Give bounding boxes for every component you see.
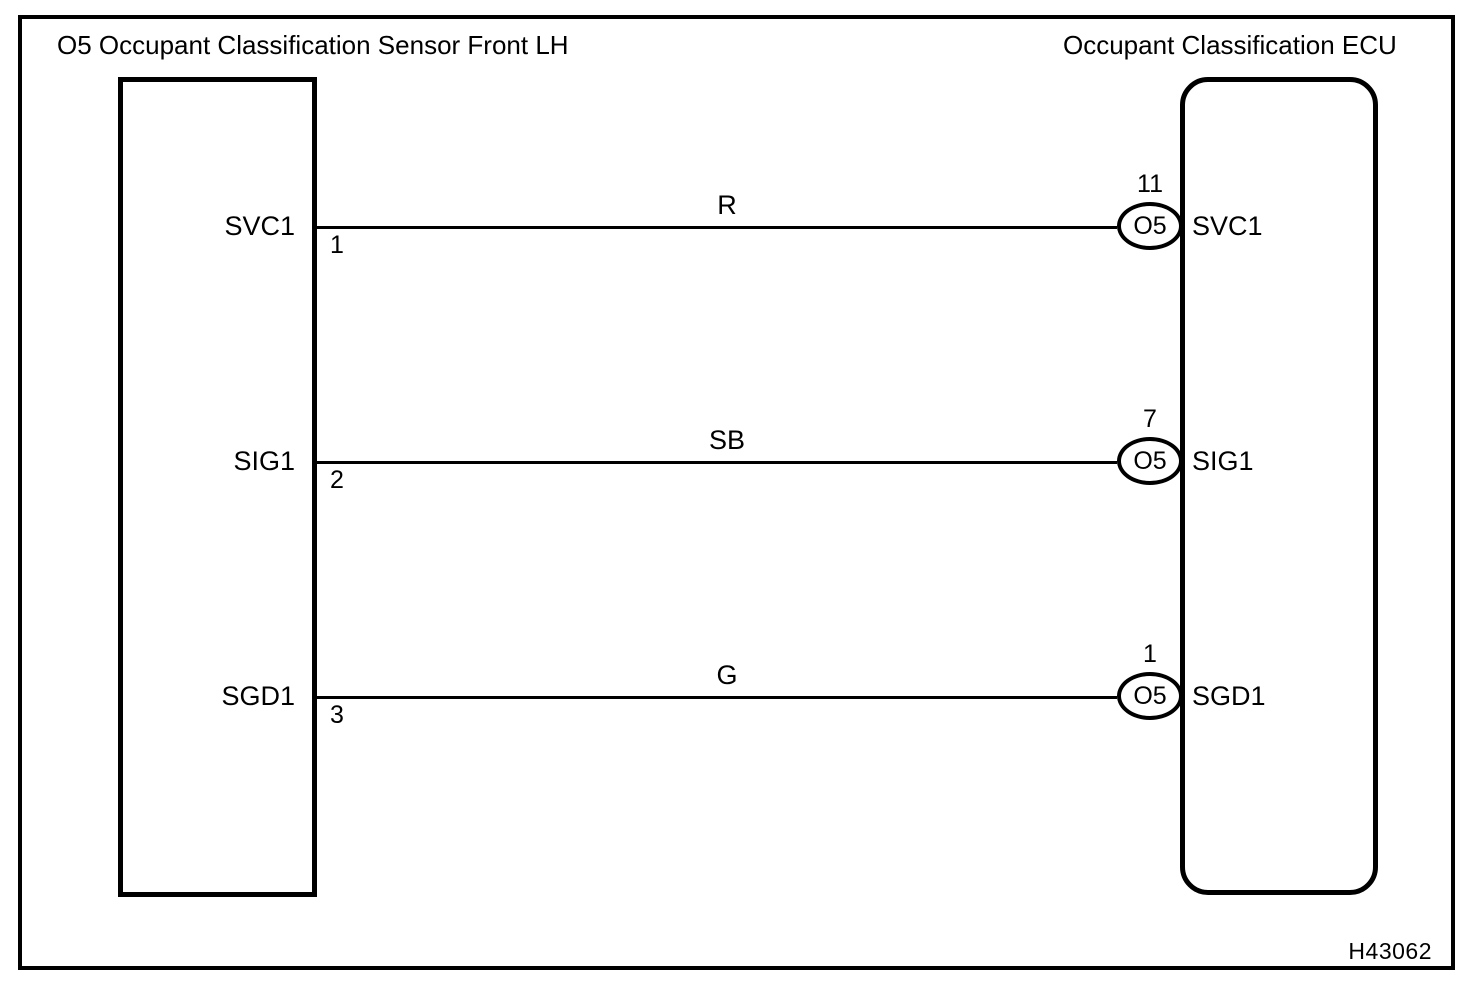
wire-line-2 bbox=[315, 461, 1117, 464]
ecu-pin-number-1: 11 bbox=[1137, 170, 1163, 198]
sensor-component-title: O5 Occupant Classification Sensor Front … bbox=[57, 30, 569, 60]
wire-line-3 bbox=[315, 696, 1117, 699]
sensor-terminal-label-2: SIG1 bbox=[233, 446, 295, 476]
sensor-pin-number-1: 1 bbox=[330, 231, 344, 259]
diagram-reference-code: H43062 bbox=[1348, 938, 1432, 964]
ecu-connector-code-2: O5 bbox=[1133, 446, 1167, 475]
ecu-pin-number-3: 1 bbox=[1143, 640, 1157, 668]
ecu-connector-oval-2: O5 bbox=[1117, 437, 1183, 485]
wire-line-1 bbox=[315, 226, 1117, 229]
wire-color-label-2: SB bbox=[708, 425, 746, 455]
sensor-terminal-label-1: SVC1 bbox=[224, 211, 295, 241]
sensor-pin-number-3: 3 bbox=[330, 701, 344, 729]
wire-color-label-3: G bbox=[716, 660, 738, 690]
ecu-terminal-label-2: SIG1 bbox=[1192, 446, 1254, 476]
ecu-connector-oval-1: O5 bbox=[1117, 202, 1183, 250]
ecu-terminal-label-3: SGD1 bbox=[1192, 681, 1266, 711]
ecu-component-title: Occupant Classification ECU bbox=[1063, 30, 1397, 60]
ecu-terminal-label-1: SVC1 bbox=[1192, 211, 1263, 241]
ecu-connector-code-1: O5 bbox=[1133, 211, 1167, 240]
wire-color-label-1: R bbox=[717, 190, 737, 220]
ecu-connector-code-3: O5 bbox=[1133, 681, 1167, 710]
sensor-terminal-label-3: SGD1 bbox=[221, 681, 295, 711]
sensor-connector-box bbox=[118, 77, 317, 897]
ecu-pin-number-2: 7 bbox=[1143, 405, 1157, 433]
ecu-connector-oval-3: O5 bbox=[1117, 672, 1183, 720]
diagram-outer-border bbox=[18, 15, 1455, 970]
sensor-pin-number-2: 2 bbox=[330, 466, 344, 494]
ecu-box bbox=[1180, 77, 1378, 895]
